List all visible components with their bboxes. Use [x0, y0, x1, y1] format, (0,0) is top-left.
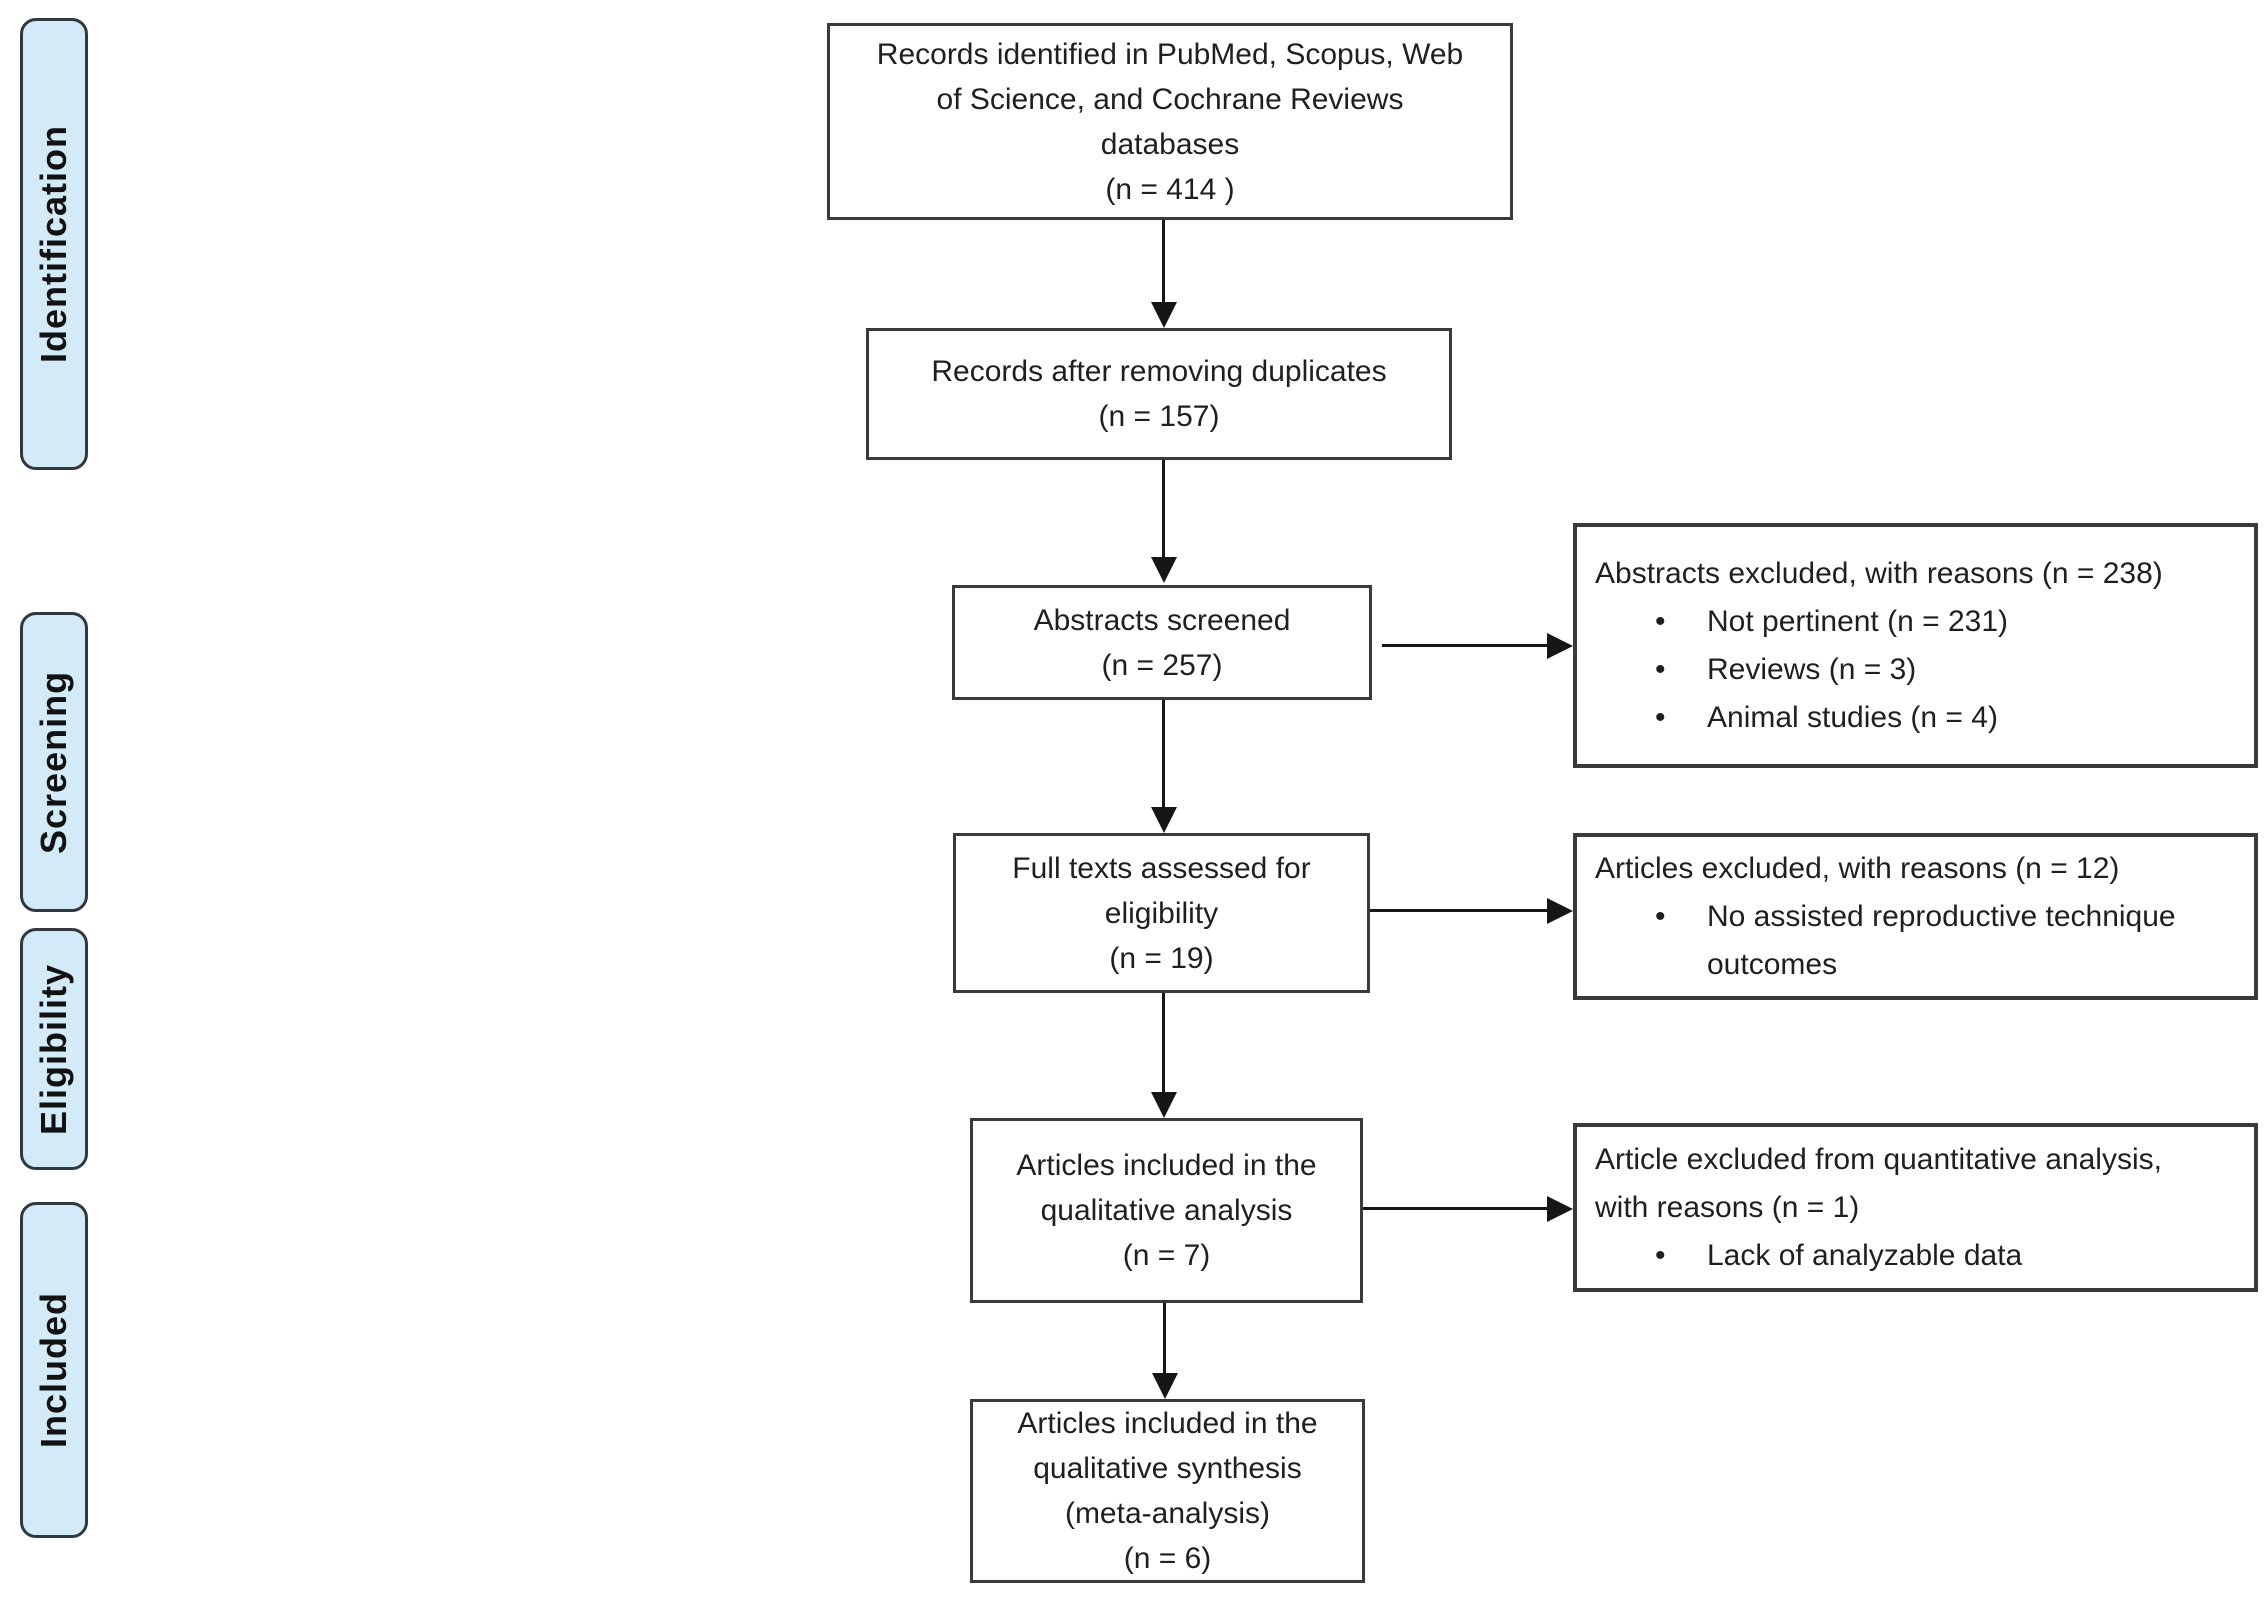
exclusion-reason: Animal studies (n = 4) — [1595, 694, 2236, 742]
arrow-right-icon — [1370, 909, 1547, 912]
exclusion-reason: No assisted reproductive technique outco… — [1595, 893, 2236, 989]
box-meta-analysis-label: Articles included in the qualitative syn… — [1017, 1407, 1318, 1530]
box-records-identified-label: Records identified in PubMed, Scopus, We… — [876, 37, 1464, 161]
arrow-down-icon — [1162, 993, 1165, 1092]
articles-excluded-reasons: No assisted reproductive technique outco… — [1595, 893, 2236, 989]
abstracts-excluded-heading: Abstracts excluded, with reasons (n = 23… — [1595, 556, 2163, 590]
box-records-identified: Records identified in PubMed, Scopus, We… — [827, 23, 1513, 220]
box-abstracts-excluded: Abstracts excluded, with reasons (n = 23… — [1573, 523, 2258, 768]
box-meta-analysis: Articles included in the qualitative syn… — [970, 1399, 1365, 1583]
box-abstracts-screened: Abstracts screened (n = 257) — [952, 585, 1372, 700]
arrow-down-icon — [1162, 460, 1165, 557]
articles-excluded-heading: Articles excluded, with reasons (n = 12) — [1595, 851, 2120, 885]
arrow-right-icon — [1382, 644, 1547, 647]
box-after-duplicates: Records after removing duplicates (n = 1… — [866, 328, 1452, 460]
box-meta-analysis-count: (n = 6) — [1123, 1542, 1212, 1575]
exclusion-reason: Reviews (n = 3) — [1595, 646, 2236, 694]
box-qualitative-analysis-label: Articles included in the qualitative ana… — [1016, 1149, 1317, 1227]
box-qualitative-analysis-count: (n = 7) — [1122, 1239, 1211, 1272]
box-after-duplicates-label: Records after removing duplicates — [931, 355, 1387, 388]
article-excluded-quantitative-heading: Article excluded from quantitative analy… — [1595, 1142, 2162, 1224]
box-fulltext-assessed-label: Full texts assessed for eligibility — [1012, 851, 1311, 930]
article-excluded-quantitative-reasons: Lack of analyzable data — [1595, 1232, 2236, 1280]
exclusion-reason: Lack of analyzable data — [1595, 1232, 2236, 1280]
arrow-down-icon — [1163, 1303, 1166, 1373]
box-articles-excluded: Articles excluded, with reasons (n = 12)… — [1573, 833, 2258, 1000]
box-qualitative-analysis: Articles included in the qualitative ana… — [970, 1118, 1363, 1303]
stage-screening: Screening — [20, 612, 88, 912]
box-fulltext-assessed-count: (n = 19) — [1109, 941, 1214, 975]
stage-identification: Identification — [20, 18, 88, 470]
exclusion-reason: Not pertinent (n = 231) — [1595, 598, 2236, 646]
box-article-excluded-quantitative: Article excluded from quantitative analy… — [1573, 1123, 2258, 1292]
stage-eligibility: Eligibility — [20, 928, 88, 1170]
arrow-down-icon — [1162, 220, 1165, 302]
stage-included: Included — [20, 1202, 88, 1538]
abstracts-excluded-reasons: Not pertinent (n = 231) Reviews (n = 3) … — [1595, 598, 2236, 742]
box-records-identified-count: (n = 414 ) — [1105, 172, 1235, 206]
box-fulltext-assessed: Full texts assessed for eligibility (n =… — [953, 833, 1370, 993]
arrow-down-icon — [1162, 700, 1165, 807]
box-abstracts-screened-count: (n = 257) — [1101, 648, 1223, 682]
box-after-duplicates-count: (n = 157) — [1098, 400, 1220, 433]
box-abstracts-screened-label: Abstracts screened — [1033, 603, 1291, 637]
arrow-right-icon — [1363, 1207, 1547, 1210]
